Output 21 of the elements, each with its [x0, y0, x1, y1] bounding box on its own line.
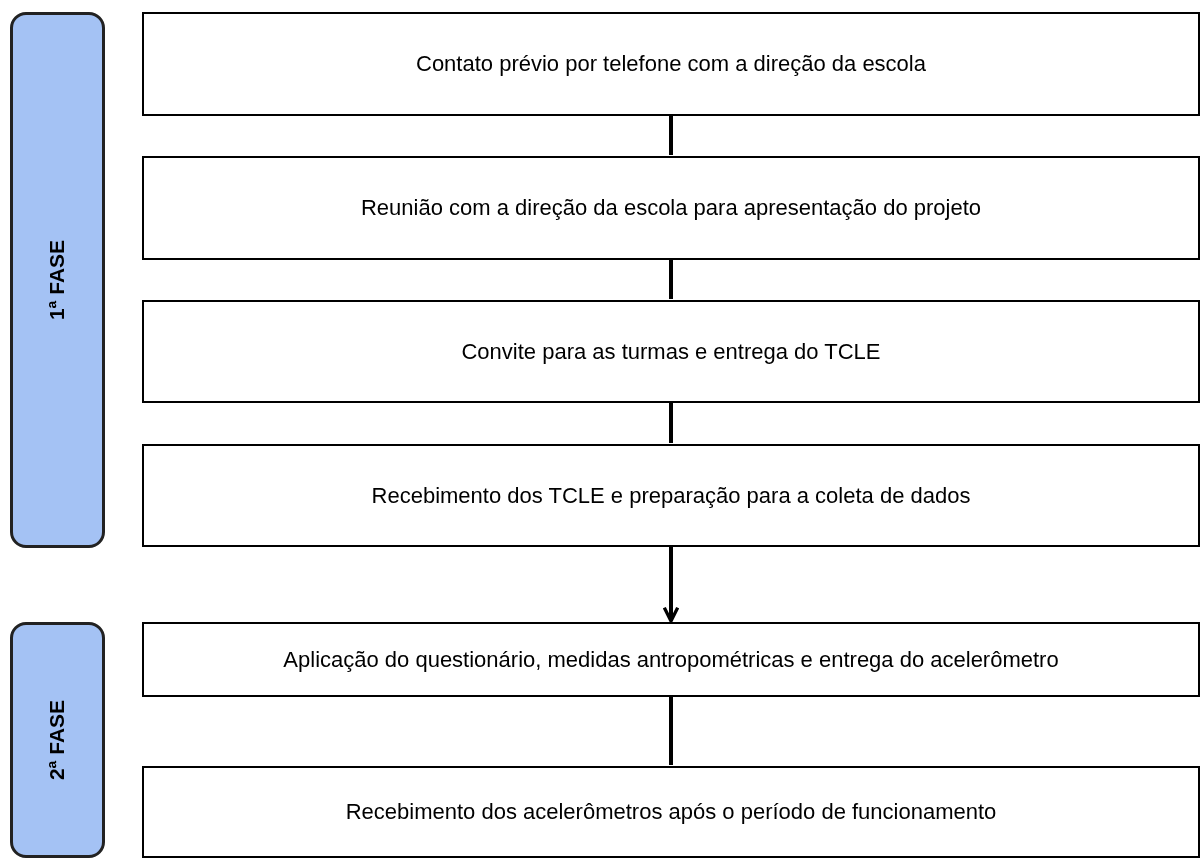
phase-label: 2ª FASE [45, 699, 70, 781]
connector-line [669, 403, 673, 443]
phase-label: 1ª FASE [45, 239, 70, 321]
step-text: Aplicação do questionário, medidas antropométricas e entrega do acelerômetro [283, 646, 1059, 673]
step-text: Recebimento dos acelerômetros após o período de funcionamento [345, 799, 997, 825]
process-box [142, 156, 1200, 260]
process-box [142, 12, 1200, 116]
connector-line [669, 116, 673, 155]
step-text: Contato prévio por telefone com a direção da escola [416, 51, 926, 77]
arrow [662, 547, 680, 623]
process-box [142, 622, 1200, 697]
phase-band [10, 622, 105, 858]
step-text: Recebimento dos TCLE e preparação para a coleta de dados [371, 482, 971, 509]
process-box [142, 300, 1200, 403]
phase-band [10, 12, 105, 548]
step-text: Convite para as turmas e entrega do TCLE [461, 338, 881, 365]
step-text: Reunião com a direção da escola para apresentação do projeto [360, 195, 982, 221]
connector-line [669, 697, 673, 765]
connector-line [669, 260, 673, 299]
process-box [142, 766, 1200, 858]
process-box [142, 444, 1200, 547]
